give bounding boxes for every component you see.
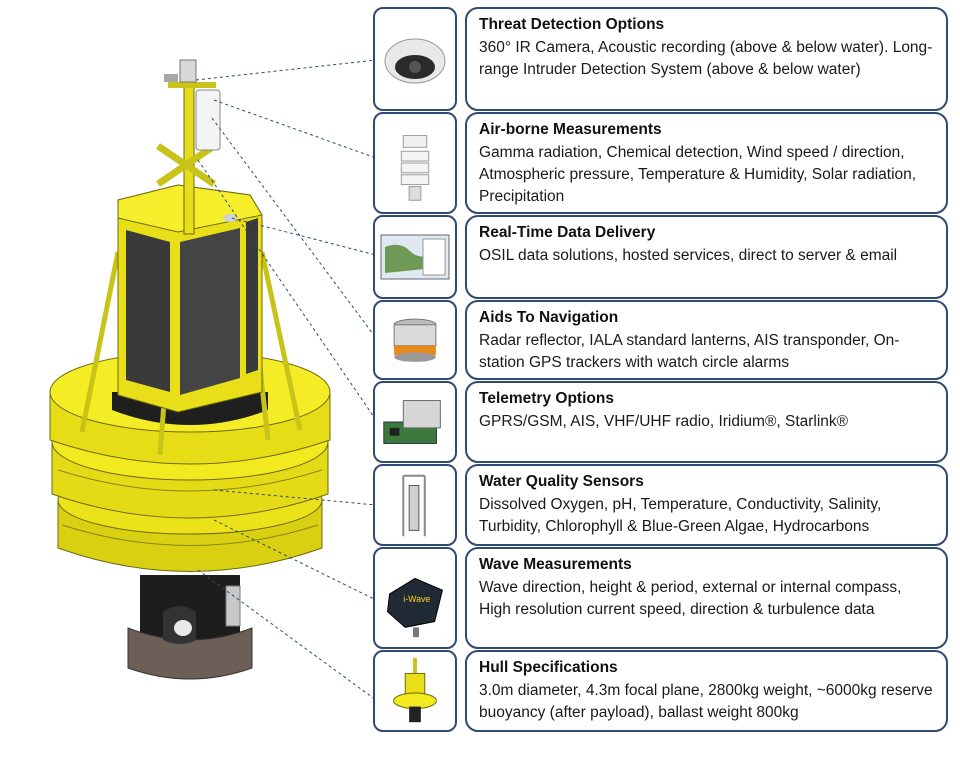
panel-description: OSIL data solutions, hosted services, di… — [479, 247, 898, 264]
panel-title: Telemetry Options — [479, 390, 614, 407]
panel-description: Dissolved Oxygen, pH, Temperature, Condu… — [479, 496, 882, 535]
panel-title: Water Quality Sensors — [479, 473, 644, 490]
panel-card: Wave Measurements Wave direction, height… — [465, 547, 948, 649]
panel-threat-detection: Threat Detection Options 360° IR Camera,… — [373, 7, 948, 111]
mast — [156, 59, 221, 235]
map-screen-icon — [373, 215, 457, 299]
panel-description: GPRS/GSM, AIS, VHF/UHF radio, Iridium®, … — [479, 413, 849, 430]
panel-title: Aids To Navigation — [479, 309, 619, 326]
ballast-keel — [127, 575, 253, 680]
panel-description: Radar reflector, IALA standard lanterns,… — [479, 332, 900, 371]
panel-card: Water Quality Sensors Dissolved Oxygen, … — [465, 464, 948, 546]
mini-buoy-icon — [373, 650, 457, 732]
wave-sensor-icon: i-Wave — [373, 547, 457, 649]
panel-card: Real-Time Data Delivery OSIL data soluti… — [465, 215, 948, 299]
panel-title: Air-borne Measurements — [479, 121, 662, 138]
panel-card: Hull Specifications 3.0m diameter, 4.3m … — [465, 650, 948, 732]
panel-card: Threat Detection Options 360° IR Camera,… — [465, 7, 948, 111]
panel-description: Gamma radiation, Chemical detection, Win… — [479, 144, 917, 205]
panel-water-quality: Water Quality Sensors Dissolved Oxygen, … — [373, 464, 948, 546]
panel-title: Hull Specifications — [479, 659, 618, 676]
panel-description: 3.0m diameter, 4.3m focal plane, 2800kg … — [479, 682, 933, 721]
circuit-board-icon — [373, 381, 457, 463]
sonde-cage-icon — [373, 464, 457, 546]
device-label: i-Wave — [403, 594, 430, 604]
weather-sensor-icon — [373, 112, 457, 214]
panel-title: Threat Detection Options — [479, 16, 665, 33]
panel-air-borne: Air-borne Measurements Gamma radiation, … — [373, 112, 948, 214]
panel-hull: Hull Specifications 3.0m diameter, 4.3m … — [373, 650, 948, 732]
panel-card: Aids To Navigation Radar reflector, IALA… — [465, 300, 948, 380]
panel-description: 360° IR Camera, Acoustic recording (abov… — [479, 39, 933, 78]
lantern-icon — [373, 300, 457, 380]
panel-title: Real-Time Data Delivery — [479, 224, 656, 241]
panel-card: Telemetry Options GPRS/GSM, AIS, VHF/UHF… — [465, 381, 948, 463]
panel-data-delivery: Real-Time Data Delivery OSIL data soluti… — [373, 215, 948, 299]
panel-telemetry: Telemetry Options GPRS/GSM, AIS, VHF/UHF… — [373, 381, 948, 463]
leader-lines — [195, 59, 377, 701]
panel-wave: i-Wave Wave Measurements Wave direction,… — [373, 547, 948, 649]
panel-card: Air-borne Measurements Gamma radiation, … — [465, 112, 948, 214]
panel-title: Wave Measurements — [479, 556, 632, 573]
panel-navigation: Aids To Navigation Radar reflector, IALA… — [373, 300, 948, 380]
panel-description: Wave direction, height & period, externa… — [479, 579, 902, 618]
dome-camera-icon — [373, 7, 457, 111]
solar-tower — [117, 184, 263, 413]
